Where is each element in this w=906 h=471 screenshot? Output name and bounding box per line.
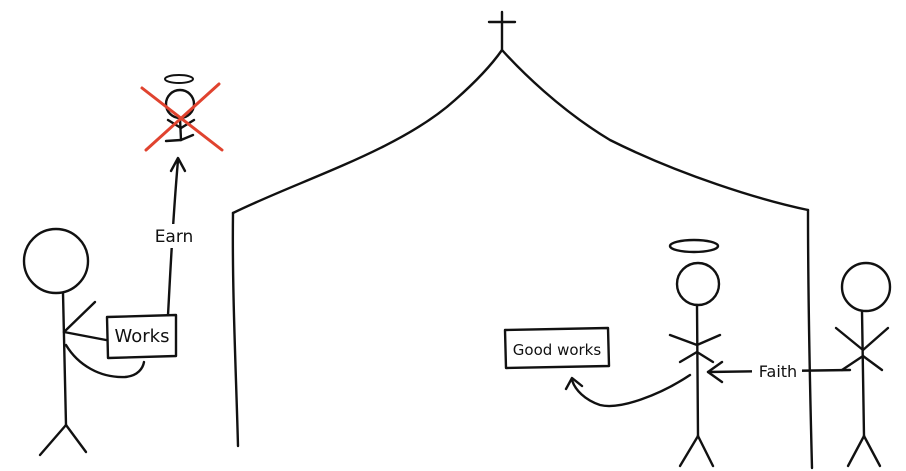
halo-icon bbox=[165, 75, 193, 83]
head bbox=[24, 229, 88, 293]
faith-label: Faith bbox=[759, 362, 797, 381]
leg-left bbox=[40, 425, 66, 455]
arm-upper bbox=[64, 302, 95, 332]
works-label: Works bbox=[115, 326, 170, 347]
good-works-label: Good works bbox=[513, 341, 602, 359]
good-works-box: Good works bbox=[505, 328, 609, 368]
works-box: Works bbox=[107, 315, 176, 358]
earn-arrow: Earn bbox=[148, 158, 202, 315]
church-right-wall bbox=[808, 210, 812, 468]
crossed-out-saint bbox=[142, 75, 222, 150]
arm-lower bbox=[64, 332, 106, 340]
leg-right bbox=[66, 425, 86, 452]
halo-icon bbox=[670, 240, 718, 252]
stick-figure-faith bbox=[836, 263, 890, 466]
cross-icon bbox=[489, 12, 515, 50]
body bbox=[63, 293, 66, 425]
church bbox=[233, 12, 812, 468]
saint-figure bbox=[670, 240, 720, 466]
head bbox=[842, 263, 890, 311]
arm-curve bbox=[66, 345, 144, 377]
saint-head bbox=[677, 263, 719, 305]
good-works-arrow bbox=[566, 375, 690, 406]
church-left-wall bbox=[233, 213, 238, 446]
earn-label: Earn bbox=[155, 227, 194, 247]
saint-body bbox=[697, 305, 698, 436]
saint-head bbox=[166, 90, 194, 118]
church-roof bbox=[233, 50, 808, 213]
faith-arrow: Faith bbox=[708, 359, 850, 383]
